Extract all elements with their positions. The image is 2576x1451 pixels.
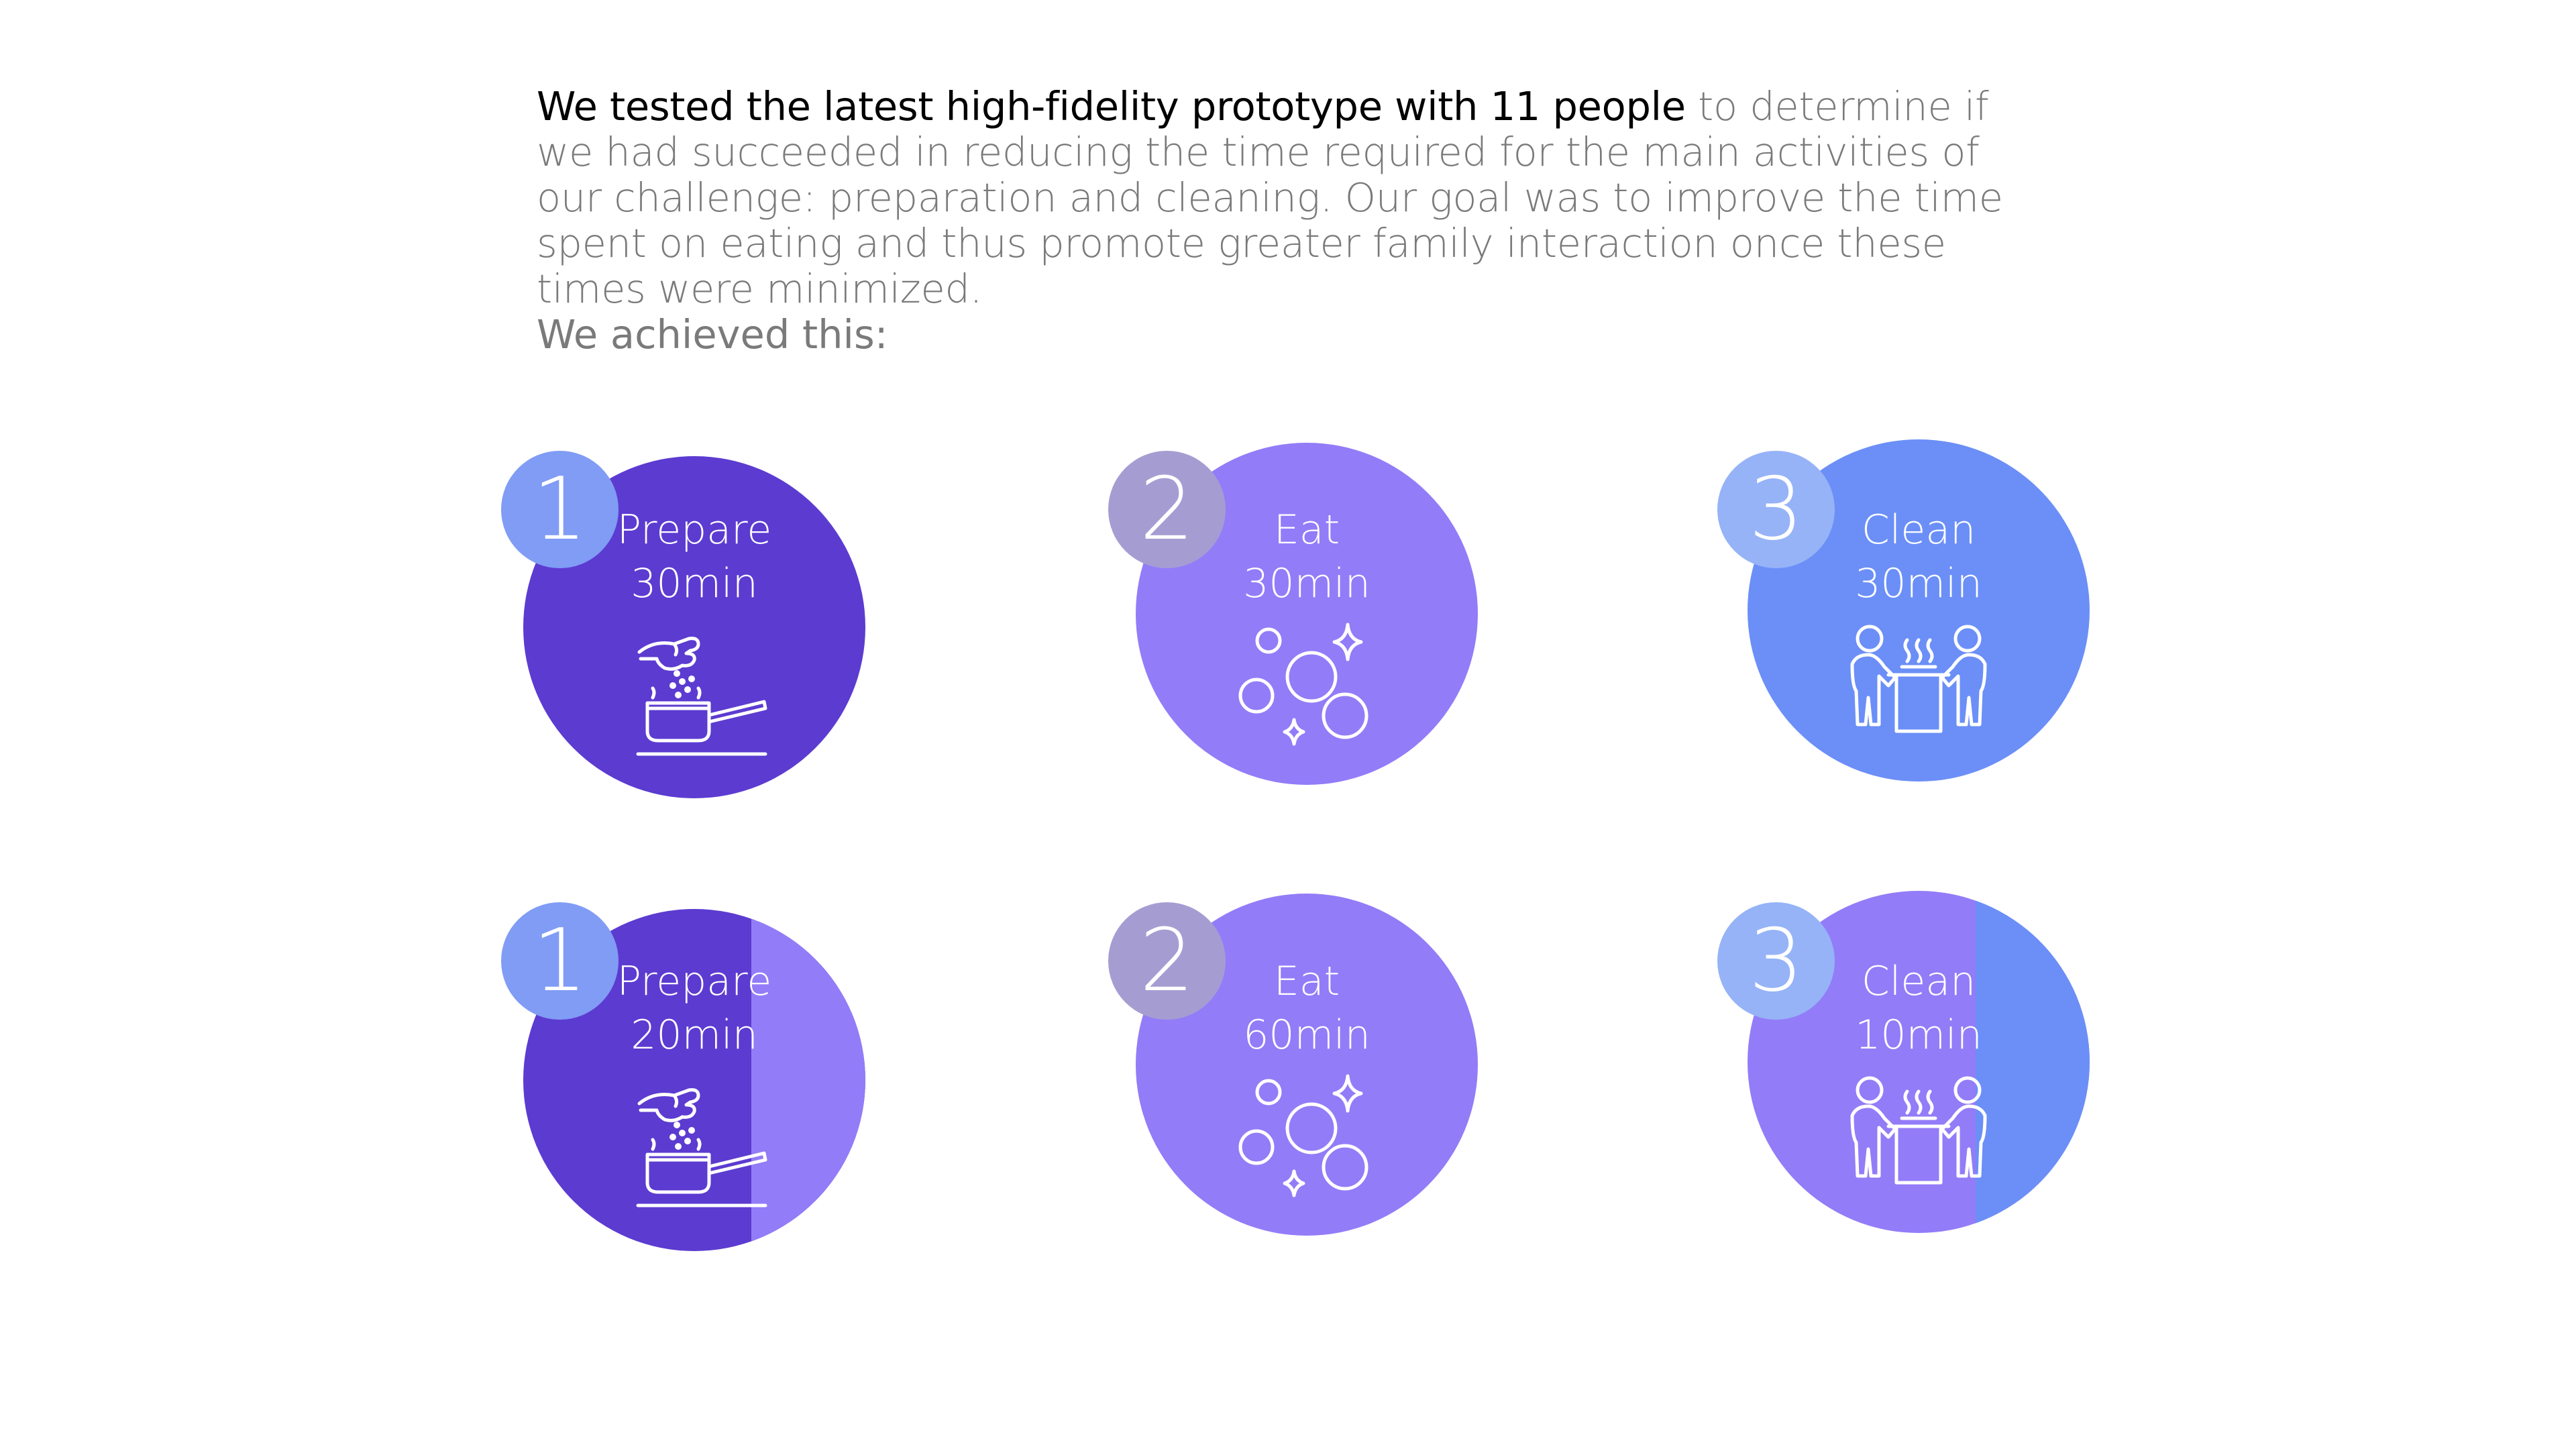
step-3-badge-before: 3: [1717, 451, 1835, 568]
intro-lead: We tested the latest high-fidelity proto…: [537, 83, 1686, 129]
clean-time-after: 10min: [1855, 1012, 1982, 1059]
step-1-badge-before: 1: [501, 451, 619, 568]
prepare-time-after: 20min: [631, 1012, 758, 1059]
intro-paragraph: We tested the latest high-fidelity proto…: [537, 84, 2012, 312]
eat-title-before: Eat: [1273, 506, 1340, 553]
clean-title-before: Clean: [1861, 506, 1976, 553]
cooking-pot-icon: [634, 631, 768, 765]
cooking-pot-icon: [634, 1082, 768, 1216]
step-1-badge-after: 1: [501, 902, 619, 1020]
clean-title-after: Clean: [1861, 958, 1976, 1005]
achieved-label: We achieved this:: [537, 311, 888, 358]
prepare-reduced-segment: [751, 909, 865, 1251]
intro-rest: to determine if we had succeeded in redu…: [537, 83, 2003, 312]
eat-time-after: 60min: [1243, 1012, 1371, 1059]
prepare-title-after: Prepare: [616, 958, 772, 1005]
prepare-time-before: 30min: [631, 560, 758, 607]
family-table-icon: [1848, 624, 1989, 738]
eat-title-after: Eat: [1273, 958, 1340, 1005]
clean-reduced-segment: [1976, 891, 2090, 1233]
prepare-circle-after: [523, 909, 865, 1251]
eat-time-before: 30min: [1243, 560, 1371, 607]
step-3-badge-after: 3: [1717, 902, 1835, 1020]
bubbles-icon: [1238, 1072, 1372, 1206]
clean-time-before: 30min: [1855, 560, 1982, 607]
prepare-title-before: Prepare: [616, 506, 772, 553]
bubbles-icon: [1238, 621, 1372, 755]
step-2-badge-after: 2: [1108, 902, 1226, 1020]
family-table-icon: [1848, 1075, 1989, 1189]
step-2-badge-before: 2: [1108, 451, 1226, 568]
